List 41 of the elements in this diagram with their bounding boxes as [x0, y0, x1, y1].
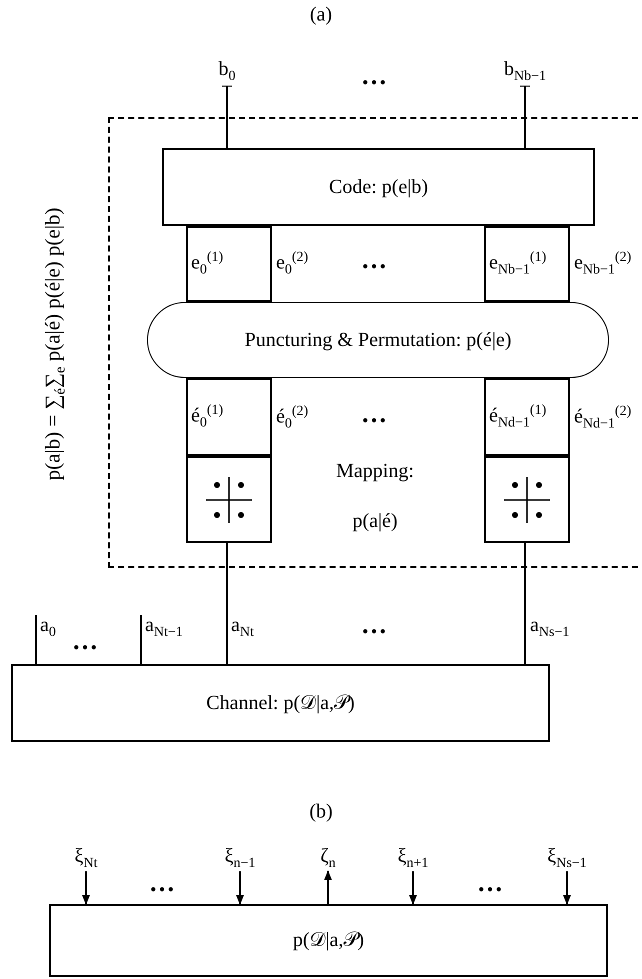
- ellipsis-label: …: [72, 628, 102, 654]
- factor-box: [11, 664, 550, 742]
- factor-box: [49, 904, 608, 977]
- connector-line: [520, 86, 530, 148]
- panel-label: (b): [309, 800, 333, 824]
- ellipsis-label: …: [361, 612, 391, 638]
- mapper-box: [186, 456, 272, 543]
- arrow: [563, 871, 571, 905]
- ellipsis-label: …: [361, 247, 391, 273]
- panel-label: (a): [310, 4, 332, 26]
- variable-label: b$_{Nb−1}$: [504, 58, 546, 84]
- variable-label: ξ$_{n+1}$: [398, 844, 428, 872]
- variable-label: ξ$_{Nt}$: [74, 844, 98, 872]
- connector-line: [226, 543, 228, 664]
- box-label: Puncturing & Permutation: p(é|e): [244, 328, 512, 352]
- connector-line: [140, 615, 142, 664]
- arrow: [409, 871, 417, 905]
- box-label: Channel: p(𝒟|a,𝒫): [206, 692, 355, 714]
- ellipsis-label: …: [477, 870, 507, 896]
- arrow: [236, 871, 244, 905]
- arrow: [82, 871, 90, 905]
- factor-box: [484, 378, 570, 456]
- variable-label: ξ$_{Ns−1}$: [547, 844, 587, 872]
- mapping-label: Mapping: p(a|é): [335, 459, 415, 534]
- connector-line: [35, 615, 37, 664]
- box-label: p(𝒟|a,𝒫): [292, 929, 364, 952]
- mapper-box: [484, 456, 570, 543]
- factor-box: [484, 226, 570, 302]
- ellipsis-label: …: [361, 63, 391, 89]
- box-label: Code: p(e|b): [329, 176, 428, 198]
- connector-line: [222, 86, 232, 148]
- arrow: [324, 870, 332, 904]
- factor-box: [162, 148, 595, 226]
- factor-box: [186, 226, 272, 302]
- ellipsis-label: …: [361, 401, 391, 427]
- connector-line: [524, 543, 526, 664]
- variable-label: ξ$_{n−1}$: [224, 844, 256, 872]
- factor-box: [186, 378, 272, 456]
- ellipsis-label: …: [149, 870, 179, 896]
- variable-label: b$_{0}$: [218, 58, 236, 84]
- variable-label: ζ$_{n}$: [320, 844, 336, 872]
